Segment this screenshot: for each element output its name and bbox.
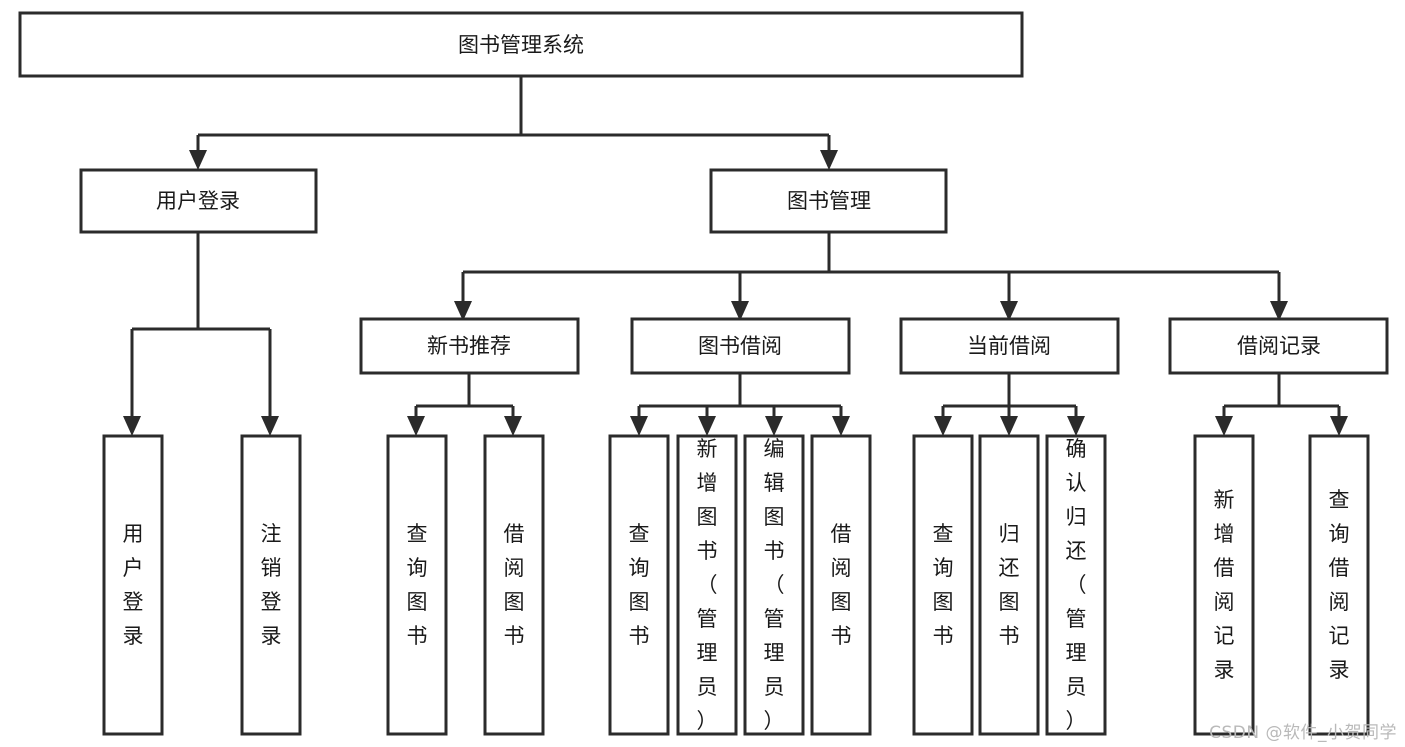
arrow-bookmanage-c1 [454, 301, 472, 321]
node-borrow-record-label: 借阅记录 [1237, 334, 1321, 358]
node-leaf-query-book-2-box[interactable] [608, 434, 670, 736]
node-current-borrow-box[interactable] [899, 317, 1120, 375]
node-leaf-borrow-book-2-label: 借阅图书 [831, 522, 852, 648]
node-borrow-record-box[interactable] [1168, 317, 1389, 375]
node-book-borrow-label: 图书借阅 [698, 334, 782, 358]
node-leaf-borrow-book-2[interactable]: 借阅图书 [810, 434, 872, 736]
node-current-borrow[interactable]: 当前借阅 [899, 317, 1120, 375]
node-leaf-add-book-label: 新增图书（管理员） [697, 437, 718, 733]
node-leaf-query-record-box[interactable] [1308, 434, 1370, 736]
arrow-borrowrec-l1 [1215, 416, 1233, 436]
node-borrow-record[interactable]: 借阅记录 [1168, 317, 1389, 375]
node-leaf-confirm-return[interactable]: 确认归还（管理员） [1045, 434, 1107, 736]
arrow-root-to-book-manage [820, 150, 838, 170]
arrow-currborrow-l3 [1067, 416, 1085, 436]
arrow-bookborrow-l2 [698, 416, 716, 436]
node-leaf-query-record-label: 查询借阅记录 [1329, 488, 1350, 682]
node-leaf-borrow-book-2-box[interactable] [810, 434, 872, 736]
arrow-currborrow-l2 [1000, 416, 1018, 436]
node-book-borrow[interactable]: 图书借阅 [630, 317, 851, 375]
node-new-book-rec-label: 新书推荐 [427, 334, 511, 358]
arrow-bookmanage-c2 [731, 301, 749, 321]
arrow-root-to-user-login [189, 150, 207, 170]
node-user-login-label: 用户登录 [156, 189, 240, 213]
edge-layer [123, 76, 1348, 436]
arrow-bookborrow-l4 [832, 416, 850, 436]
arrow-bookborrow-l3 [765, 416, 783, 436]
node-leaf-add-record-box[interactable] [1193, 434, 1255, 736]
node-leaf-user-login-box[interactable] [102, 434, 164, 736]
node-root-label: 图书管理系统 [458, 33, 584, 57]
node-leaf-query-record[interactable]: 查询借阅记录 [1308, 434, 1370, 736]
node-leaf-return-book-label: 归还图书 [999, 522, 1020, 648]
node-leaf-edit-book-box[interactable] [743, 434, 805, 736]
node-new-book-rec[interactable]: 新书推荐 [359, 317, 580, 375]
node-root[interactable]: 图书管理系统 [18, 11, 1024, 78]
arrow-newbook-l2 [504, 416, 522, 436]
watermark-text: CSDN @软件_小贺同学 [1209, 723, 1397, 743]
arrow-bookmanage-c4 [1270, 301, 1288, 321]
node-leaf-borrow-book-1-label: 借阅图书 [504, 522, 525, 648]
node-leaf-borrow-book-1-box[interactable] [483, 434, 545, 736]
node-leaf-query-book-3[interactable]: 查询图书 [912, 434, 974, 736]
node-leaf-edit-book-label: 编辑图书（管理员） [764, 437, 785, 733]
node-leaf-add-record-label: 新增借阅记录 [1214, 488, 1235, 682]
node-user-login[interactable]: 用户登录 [79, 168, 318, 234]
arrow-userlogin-l1 [123, 416, 141, 436]
node-leaf-user-login-label: 用户登录 [123, 522, 144, 648]
node-leaf-confirm-return-label: 确认归还（管理员） [1066, 437, 1087, 733]
node-leaf-add-book-box[interactable] [676, 434, 738, 736]
node-leaf-query-book-1-box[interactable] [386, 434, 448, 736]
node-book-manage[interactable]: 图书管理 [709, 168, 948, 234]
node-leaf-query-book-3-box[interactable] [912, 434, 974, 736]
arrow-userlogin-l2 [261, 416, 279, 436]
node-leaf-return-book-box[interactable] [978, 434, 1040, 736]
arrow-newbook-l1 [407, 416, 425, 436]
arrow-bookborrow-l1 [630, 416, 648, 436]
node-leaf-edit-book[interactable]: 编辑图书（管理员） [743, 434, 805, 736]
node-leaf-logout[interactable]: 注销登录 [240, 434, 302, 736]
node-leaf-add-record[interactable]: 新增借阅记录 [1193, 434, 1255, 736]
node-leaf-logout-box[interactable] [240, 434, 302, 736]
node-leaf-borrow-book-1[interactable]: 借阅图书 [483, 434, 545, 736]
node-current-borrow-label: 当前借阅 [967, 334, 1051, 358]
arrow-currborrow-l1 [934, 416, 952, 436]
arrow-borrowrec-l2 [1330, 416, 1348, 436]
node-leaf-query-book-1-label: 查询图书 [407, 522, 428, 648]
node-root-box[interactable] [18, 11, 1024, 78]
node-book-manage-label: 图书管理 [787, 189, 871, 213]
node-leaf-query-book-3-label: 查询图书 [933, 522, 954, 648]
node-leaf-user-login[interactable]: 用户登录 [102, 434, 164, 736]
node-leaf-add-book[interactable]: 新增图书（管理员） [676, 434, 738, 736]
node-leaf-query-book-1[interactable]: 查询图书 [386, 434, 448, 736]
node-book-manage-box[interactable] [709, 168, 948, 234]
node-leaf-logout-label: 注销登录 [261, 522, 282, 648]
node-user-login-box[interactable] [79, 168, 318, 234]
node-new-book-rec-box[interactable] [359, 317, 580, 375]
node-leaf-confirm-return-box[interactable] [1045, 434, 1107, 736]
arrow-bookmanage-c3 [1000, 301, 1018, 321]
node-leaf-query-book-2-label: 查询图书 [629, 522, 650, 648]
node-book-borrow-box[interactable] [630, 317, 851, 375]
node-leaf-query-book-2[interactable]: 查询图书 [608, 434, 670, 736]
node-leaf-return-book[interactable]: 归还图书 [978, 434, 1040, 736]
